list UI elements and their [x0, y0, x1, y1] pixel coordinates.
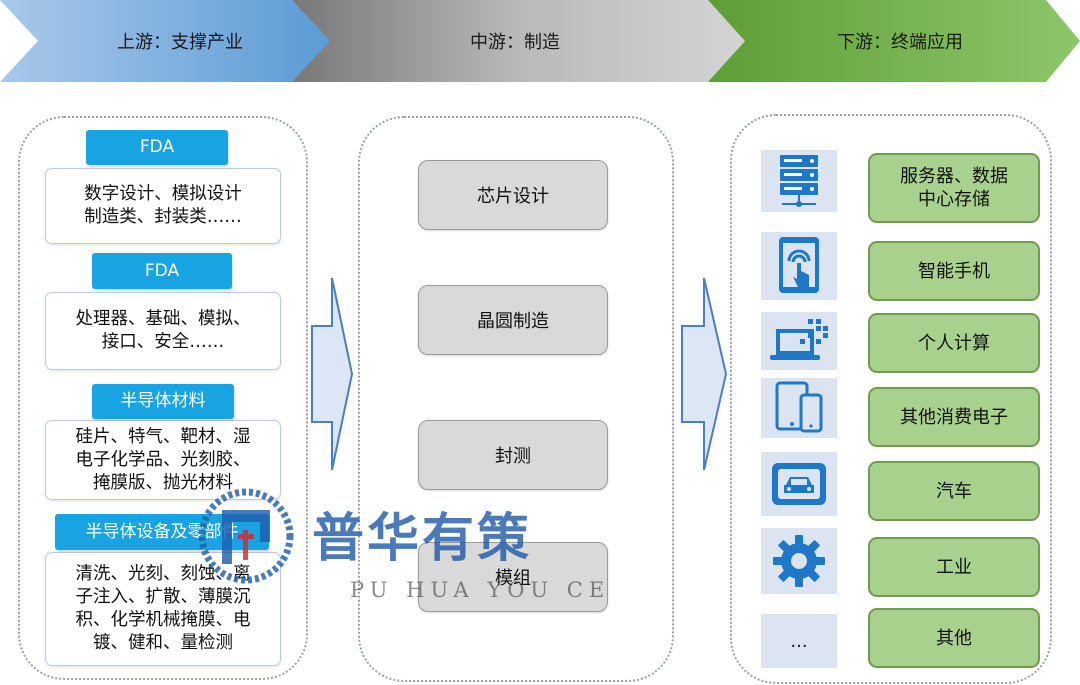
stage-header-bar	[0, 0, 1080, 82]
application-personal-computing-label: 个人计算	[918, 332, 990, 354]
phone-tablet-icon	[761, 378, 837, 438]
application-server-storage-line-1: 服务器、数据	[900, 166, 1008, 187]
tablet-touch-icon	[761, 232, 837, 300]
upstream-group-2-line-2: 接口、安全……	[101, 332, 225, 352]
upstream-group-4-line-3: 积、化学机械掩膜、电	[75, 610, 251, 630]
application-consumer-electronics: 其他消费电子	[868, 387, 1040, 447]
upstream-group-4-line-4: 镀、健和、量检测	[93, 633, 233, 653]
upstream-chevron	[0, 0, 330, 82]
upstream-group-1-tab: FDA	[86, 130, 228, 165]
upstream-group-1-box: 数字设计、模拟设计 制造类、封装类……	[45, 168, 281, 244]
downstream-chevron	[708, 0, 1080, 82]
application-server-storage-line-2: 中心存储	[918, 189, 990, 210]
upstream-group-4-line-1: 清洗、光刻、刻蚀、离	[75, 564, 251, 584]
midstream-step-packaging-test: 封测	[418, 420, 608, 490]
upstream-group-4-tab: 半导体设备及零部件	[55, 514, 269, 550]
watermark-brand-name: 普华有策	[312, 509, 533, 569]
more-icon-glyph: ...	[790, 630, 808, 652]
watermark-brand-pinyin: PU HUA YOU CE	[350, 578, 611, 602]
upstream-group-3-tab: 半导体材料	[92, 384, 234, 419]
application-industrial-label: 工业	[936, 556, 972, 578]
upstream-group-1-line-2: 制造类、封装类……	[84, 207, 242, 227]
application-automotive-label: 汽车	[936, 480, 972, 502]
upstream-group-2-box: 处理器、基础、模拟、 接口、安全……	[45, 292, 281, 370]
midstream-step-module: 模组	[418, 542, 608, 612]
car-icon	[761, 452, 837, 516]
application-smartphone: 智能手机	[868, 241, 1040, 301]
upstream-group-2-tab: FDA	[92, 253, 232, 289]
application-automotive: 汽车	[868, 461, 1040, 521]
flow-arrow-midstream-to-downstream	[681, 277, 728, 471]
more-icon: ...	[761, 614, 837, 668]
upstream-group-3-box: 硅片、特气、靶材、湿 电子化学品、光刻胶、 掩膜版、抛光材料	[45, 420, 281, 500]
application-consumer-electronics-label: 其他消费电子	[900, 406, 1008, 428]
flow-arrow-upstream-to-midstream	[311, 277, 354, 471]
application-server-storage: 服务器、数据 中心存储	[868, 153, 1040, 223]
application-smartphone-label: 智能手机	[918, 260, 990, 282]
upstream-header-label: 上游：支撑产业	[117, 32, 243, 53]
upstream-group-2-line-1: 处理器、基础、模拟、	[75, 309, 251, 329]
upstream-group-3-line-1: 硅片、特气、靶材、湿	[75, 426, 251, 447]
downstream-header-label: 下游：终端应用	[837, 32, 963, 53]
application-industrial: 工业	[868, 537, 1040, 597]
upstream-group-3-line-2: 电子化学品、光刻胶、	[75, 449, 251, 470]
application-other: 其他	[868, 608, 1040, 668]
upstream-group-1-line-1: 数字设计、模拟设计	[84, 184, 242, 204]
midstream-chevron	[262, 0, 776, 82]
application-personal-computing: 个人计算	[868, 313, 1040, 373]
watermark-logo-icon	[198, 488, 294, 584]
server-icon	[761, 150, 837, 212]
gear-icon	[761, 528, 837, 594]
upstream-group-3-line-3: 掩膜版、抛光材料	[93, 472, 233, 493]
midstream-step-wafer-fab: 晶圆制造	[418, 285, 608, 355]
upstream-group-4-box: 清洗、光刻、刻蚀、离 子注入、扩散、薄膜沉 积、化学机械掩膜、电 镀、健和、量检…	[45, 552, 281, 666]
upstream-group-4-line-2: 子注入、扩散、薄膜沉	[75, 587, 251, 607]
application-other-label: 其他	[936, 627, 972, 649]
midstream-step-chip-design: 芯片设计	[418, 160, 608, 230]
laptop-icon	[761, 312, 837, 370]
midstream-header-label: 中游：制造	[470, 32, 560, 53]
